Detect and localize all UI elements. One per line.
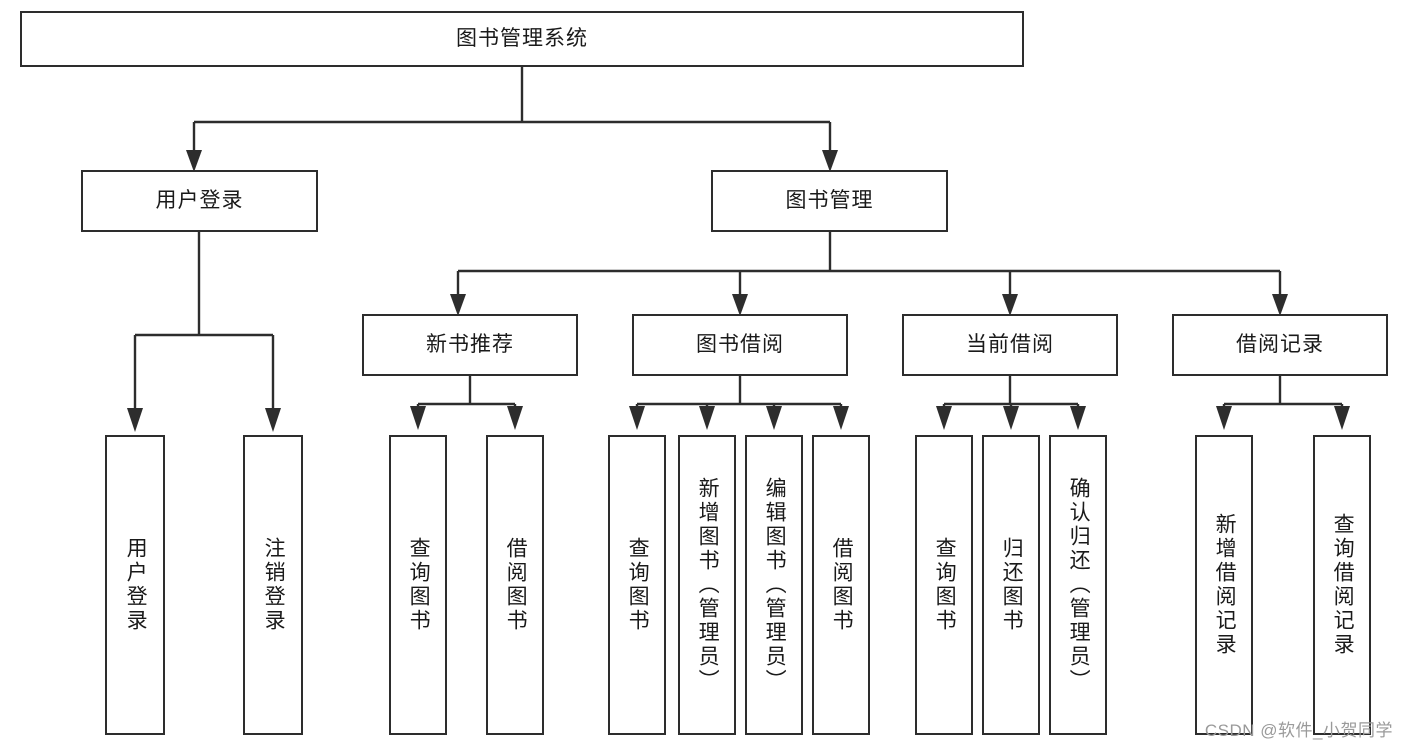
arrowhead-book-borrow: [732, 294, 748, 316]
node-leaf-user-login-label: 用户登录: [124, 537, 148, 633]
node-current-borrow[interactable]: 当前借阅: [902, 314, 1118, 376]
arrowhead-leaf-return-book: [1003, 406, 1019, 430]
arrowhead-user-login: [186, 150, 202, 172]
node-leaf-logout[interactable]: 注销登录: [243, 435, 303, 735]
node-root[interactable]: 图书管理系统: [20, 11, 1024, 67]
node-leaf-return-book-label: 归还图书: [1000, 537, 1024, 633]
node-leaf-borrow-book-1[interactable]: 借阅图书: [486, 435, 544, 735]
node-leaf-query-record[interactable]: 查询借阅记录: [1313, 435, 1371, 735]
node-book-borrow-label: 图书借阅: [696, 332, 784, 356]
node-leaf-return-book[interactable]: 归还图书: [982, 435, 1040, 735]
arrowhead-borrow-record: [1272, 294, 1288, 316]
node-book-borrow[interactable]: 图书借阅: [632, 314, 848, 376]
node-root-label: 图书管理系统: [456, 26, 588, 50]
node-leaf-add-book-label: 新增图书（管理员）: [696, 477, 720, 693]
arrowhead-book-manage: [822, 150, 838, 172]
node-leaf-borrow-book-1-label: 借阅图书: [504, 537, 528, 633]
arrowhead-leaf-edit-book: [766, 406, 782, 430]
node-current-borrow-label: 当前借阅: [966, 332, 1054, 356]
node-leaf-confirm-return[interactable]: 确认归还（管理员）: [1049, 435, 1107, 735]
arrowhead-leaf-user-login: [127, 408, 143, 432]
node-leaf-user-login[interactable]: 用户登录: [105, 435, 165, 735]
node-leaf-add-record-label: 新增借阅记录: [1213, 513, 1237, 657]
node-leaf-confirm-return-label: 确认归还（管理员）: [1067, 477, 1091, 693]
arrowhead-leaf-borrow-book-2: [833, 406, 849, 430]
watermark: CSDN @软件_小贺同学: [1204, 721, 1393, 740]
node-leaf-borrow-book-2[interactable]: 借阅图书: [812, 435, 870, 735]
node-leaf-add-record[interactable]: 新增借阅记录: [1195, 435, 1253, 735]
arrowhead-current-borrow: [1002, 294, 1018, 316]
arrowhead-leaf-logout: [265, 408, 281, 432]
node-borrow-record[interactable]: 借阅记录: [1172, 314, 1388, 376]
node-borrow-record-label: 借阅记录: [1236, 332, 1324, 356]
arrowhead-leaf-query-record: [1334, 406, 1350, 430]
node-leaf-query-book-2-label: 查询图书: [626, 537, 650, 633]
arrowhead-leaf-query-book-2: [629, 406, 645, 430]
node-leaf-edit-book-label: 编辑图书（管理员）: [763, 477, 787, 693]
node-new-book-rec[interactable]: 新书推荐: [362, 314, 578, 376]
node-leaf-query-record-label: 查询借阅记录: [1331, 513, 1355, 657]
node-leaf-borrow-book-2-label: 借阅图书: [830, 537, 854, 633]
arrowhead-leaf-query-book-1: [410, 406, 426, 430]
node-leaf-logout-label: 注销登录: [262, 537, 286, 633]
arrowhead-leaf-add-record: [1216, 406, 1232, 430]
node-user-login[interactable]: 用户登录: [81, 170, 318, 232]
arrowhead-leaf-add-book: [699, 406, 715, 430]
node-leaf-query-book-1[interactable]: 查询图书: [389, 435, 447, 735]
arrowhead-new-book-rec: [450, 294, 466, 316]
node-new-book-rec-label: 新书推荐: [426, 332, 514, 356]
node-leaf-query-book-1-label: 查询图书: [407, 537, 431, 633]
node-leaf-query-book-2[interactable]: 查询图书: [608, 435, 666, 735]
node-leaf-edit-book[interactable]: 编辑图书（管理员）: [745, 435, 803, 735]
node-leaf-query-book-3-label: 查询图书: [933, 537, 957, 633]
node-user-login-label: 用户登录: [155, 188, 244, 212]
node-leaf-query-book-3[interactable]: 查询图书: [915, 435, 973, 735]
node-book-manage[interactable]: 图书管理: [711, 170, 948, 232]
node-leaf-add-book[interactable]: 新增图书（管理员）: [678, 435, 736, 735]
arrowhead-leaf-confirm-return: [1070, 406, 1086, 430]
arrowhead-leaf-query-book-3: [936, 406, 952, 430]
node-book-manage-label: 图书管理: [785, 188, 874, 212]
arrowhead-leaf-borrow-book-1: [507, 406, 523, 430]
